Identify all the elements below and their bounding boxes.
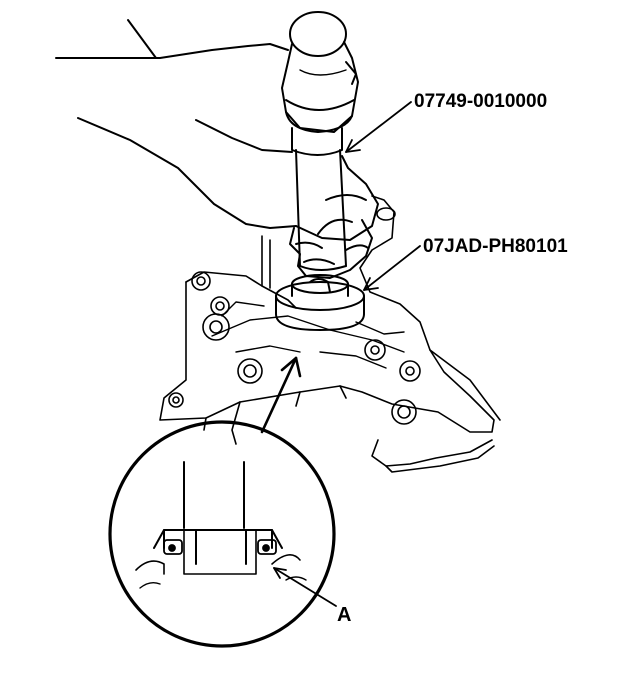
upper-hand <box>55 19 379 241</box>
detail-leader <box>260 356 302 434</box>
oil-seal-right <box>257 539 277 555</box>
part-a-label: A <box>337 604 352 626</box>
transmission-housing <box>159 195 501 473</box>
driver-handle <box>291 127 347 271</box>
lower-hand <box>289 219 373 293</box>
tool-number-label-lower: 07JAD-PH80101 <box>423 236 568 257</box>
tool-number-label-upper: 07749-0010000 <box>414 91 548 112</box>
seal-driver-tool <box>275 274 365 331</box>
leader-upper <box>345 101 412 153</box>
leader-part-a <box>273 567 337 607</box>
oil-seal-left <box>163 539 183 555</box>
leader-lower <box>363 245 421 291</box>
detail-view <box>108 420 336 648</box>
hammer <box>281 11 359 133</box>
